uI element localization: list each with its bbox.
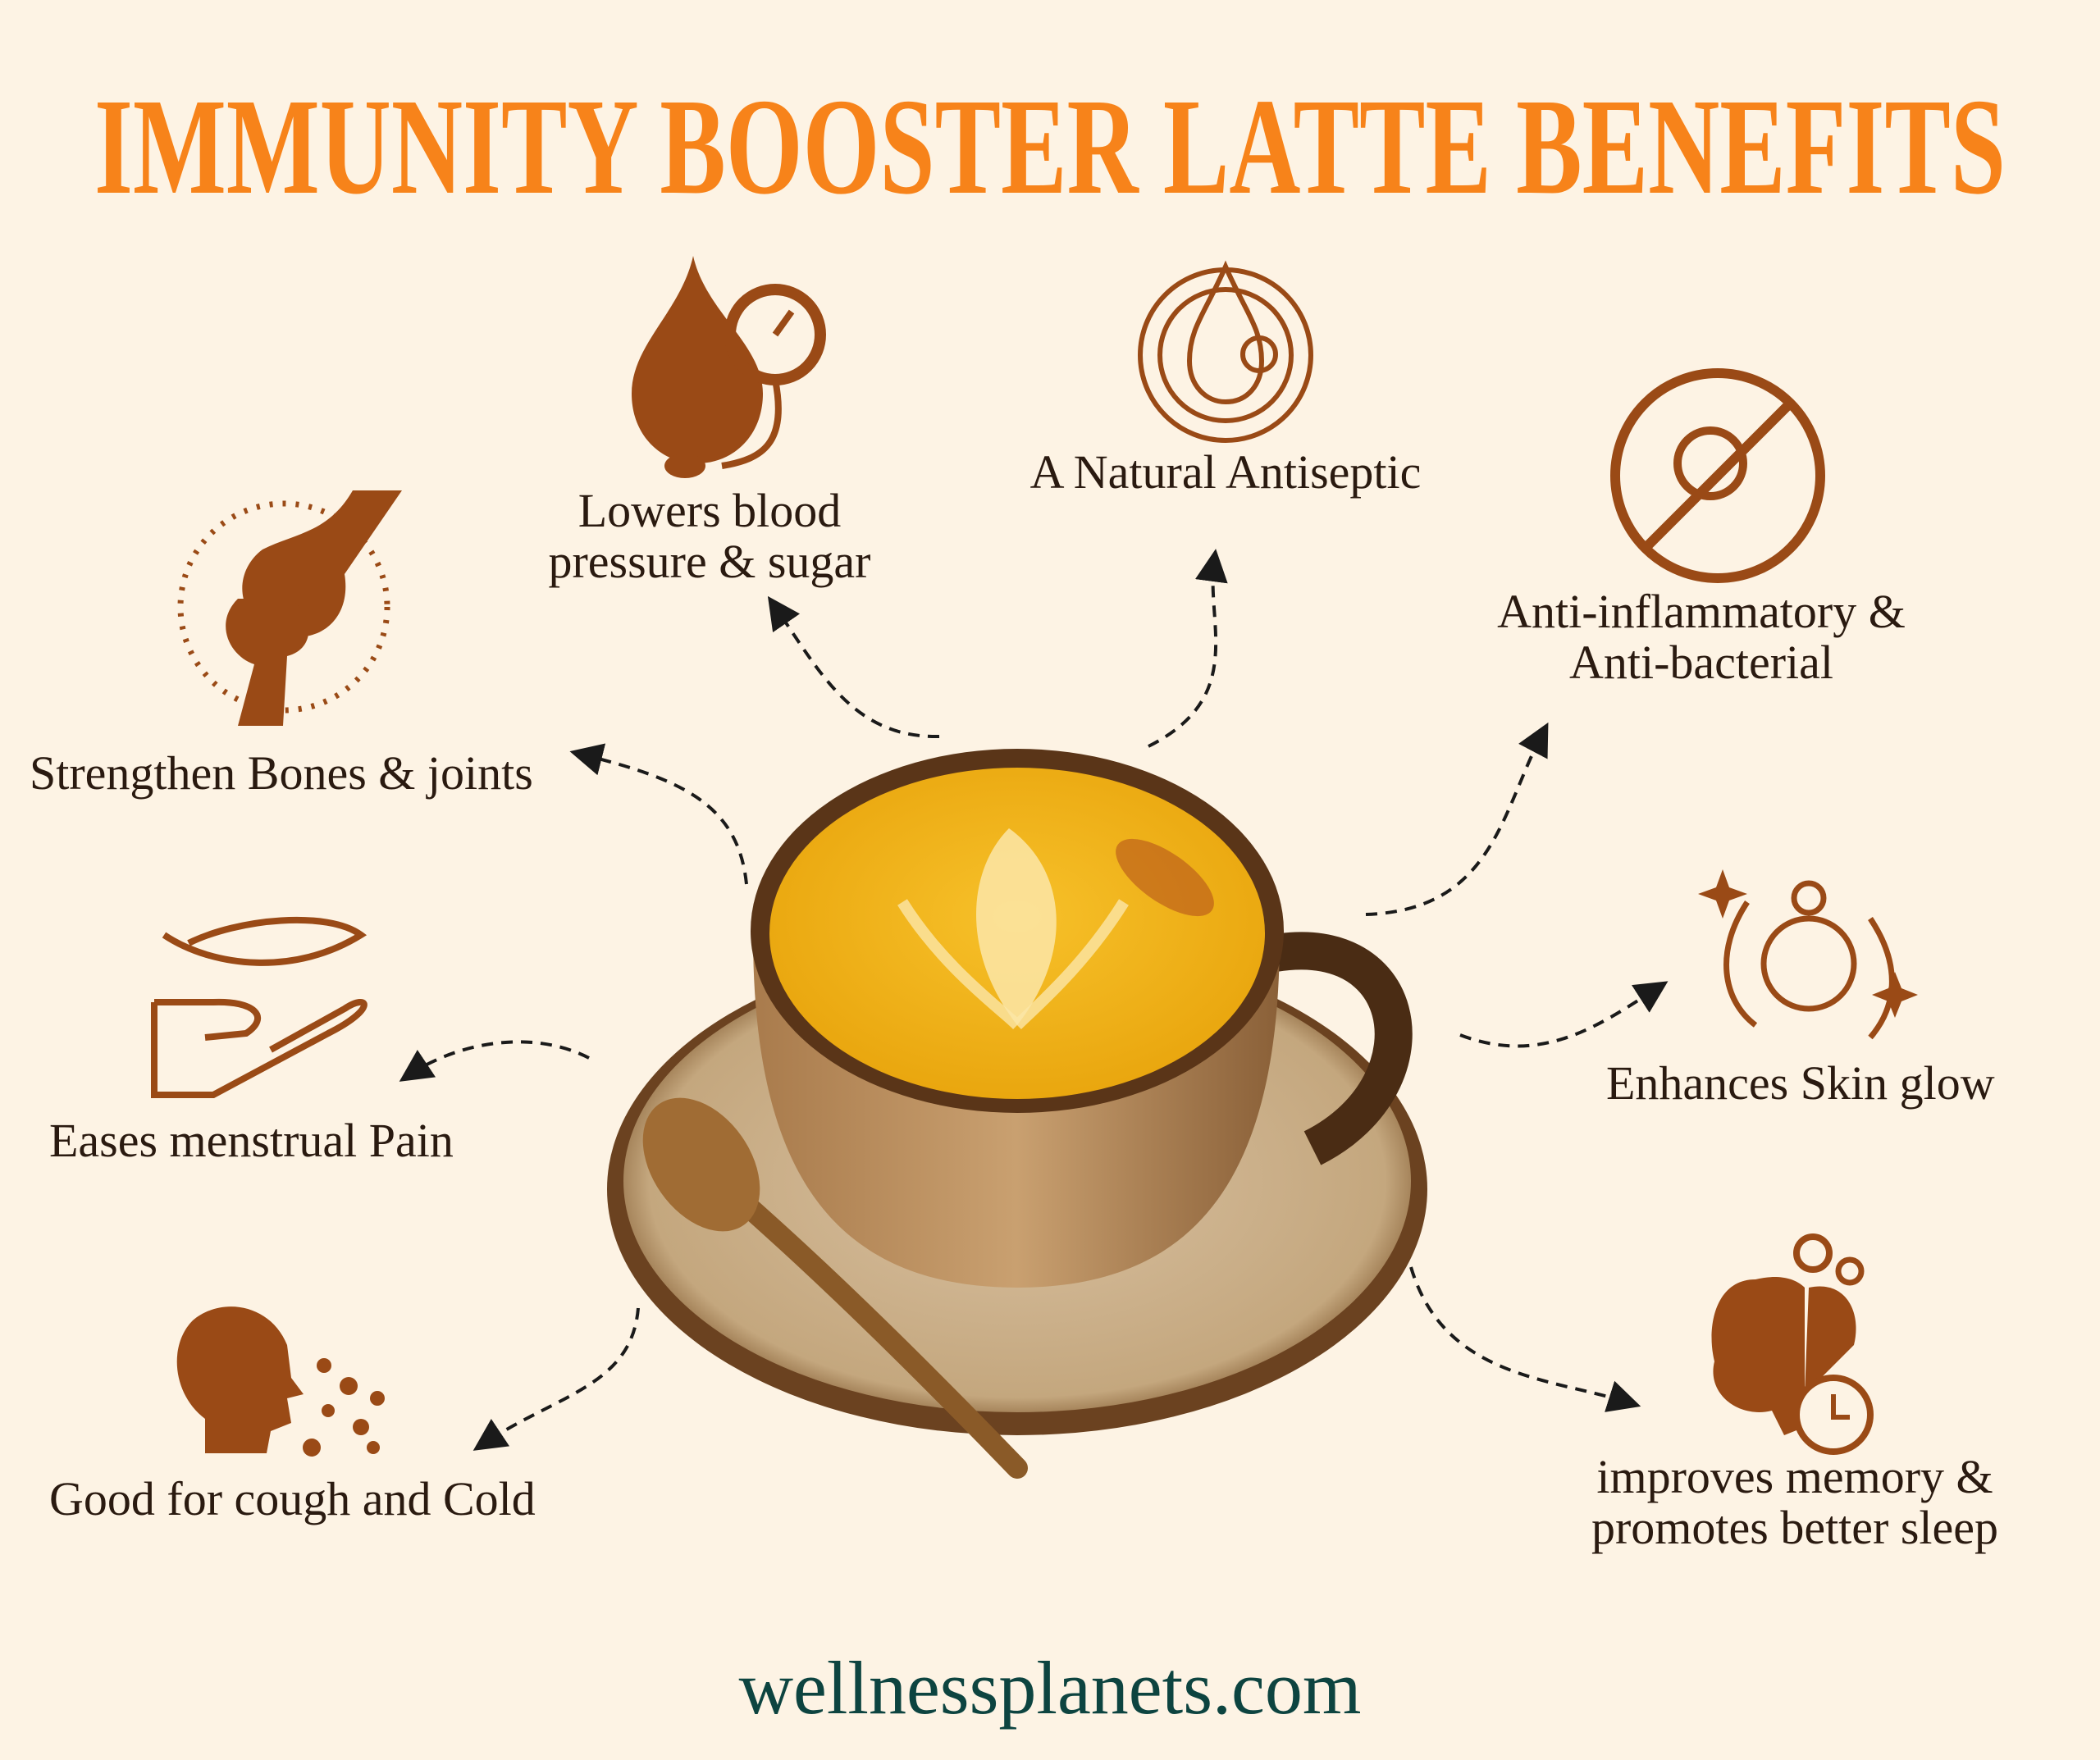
brain-clock-icon bbox=[1711, 1233, 1874, 1455]
benefit-label-cough: Good for cough and Cold bbox=[49, 1474, 536, 1525]
benefit-line: Eases menstrual Pain bbox=[49, 1114, 454, 1167]
benefit-line: Enhances Skin glow bbox=[1606, 1056, 1995, 1110]
page-title: IMMUNITY BOOSTER LATTE BENEFITS bbox=[94, 74, 2006, 223]
benefit-label-memory: improves memory & promotes better sleep bbox=[1541, 1452, 2049, 1553]
blood-pressure-icon bbox=[632, 256, 826, 478]
cough-head-icon bbox=[176, 1306, 385, 1457]
benefit-label-anti-inflammatory: Anti-inflammatory & Anti-bacterial bbox=[1455, 586, 1947, 688]
skin-glow-face-icon bbox=[1698, 869, 1918, 1040]
benefit-line: Anti-bacterial bbox=[1568, 636, 1834, 689]
benefit-line: A Natural Antiseptic bbox=[1029, 445, 1422, 499]
benefit-line: pressure & sugar bbox=[548, 535, 871, 588]
benefit-label-antiseptic: A Natural Antiseptic bbox=[996, 447, 1455, 498]
hand-feather-icon bbox=[151, 916, 368, 1098]
bone-joint-icon bbox=[177, 490, 402, 726]
benefit-label-blood-pressure: Lowers blood pressure & sugar bbox=[525, 486, 894, 587]
no-bacteria-icon bbox=[1610, 368, 1825, 583]
benefit-label-skin: Enhances Skin glow bbox=[1606, 1058, 1995, 1109]
page-title-wrapper: IMMUNITY BOOSTER LATTE BENEFITS bbox=[94, 74, 2006, 223]
dashed-arrows bbox=[399, 549, 1669, 1451]
benefit-line: Anti-inflammatory & bbox=[1497, 585, 1906, 638]
benefit-line: promotes better sleep bbox=[1591, 1501, 1999, 1554]
benefit-label-menstrual: Eases menstrual Pain bbox=[49, 1115, 454, 1166]
benefit-line: Good for cough and Cold bbox=[49, 1472, 536, 1525]
golden-latte-cup-image bbox=[607, 749, 1427, 1479]
benefit-line: Lowers blood bbox=[578, 484, 842, 537]
benefit-label-bones: Strengthen Bones & joints bbox=[30, 748, 533, 799]
benefit-line: Strengthen Bones & joints bbox=[30, 746, 533, 800]
benefit-line: improves memory & bbox=[1596, 1450, 1993, 1503]
antiseptic-drop-icon bbox=[1138, 260, 1313, 443]
website-footer-link[interactable]: wellnessplanets.com bbox=[738, 1646, 1362, 1730]
